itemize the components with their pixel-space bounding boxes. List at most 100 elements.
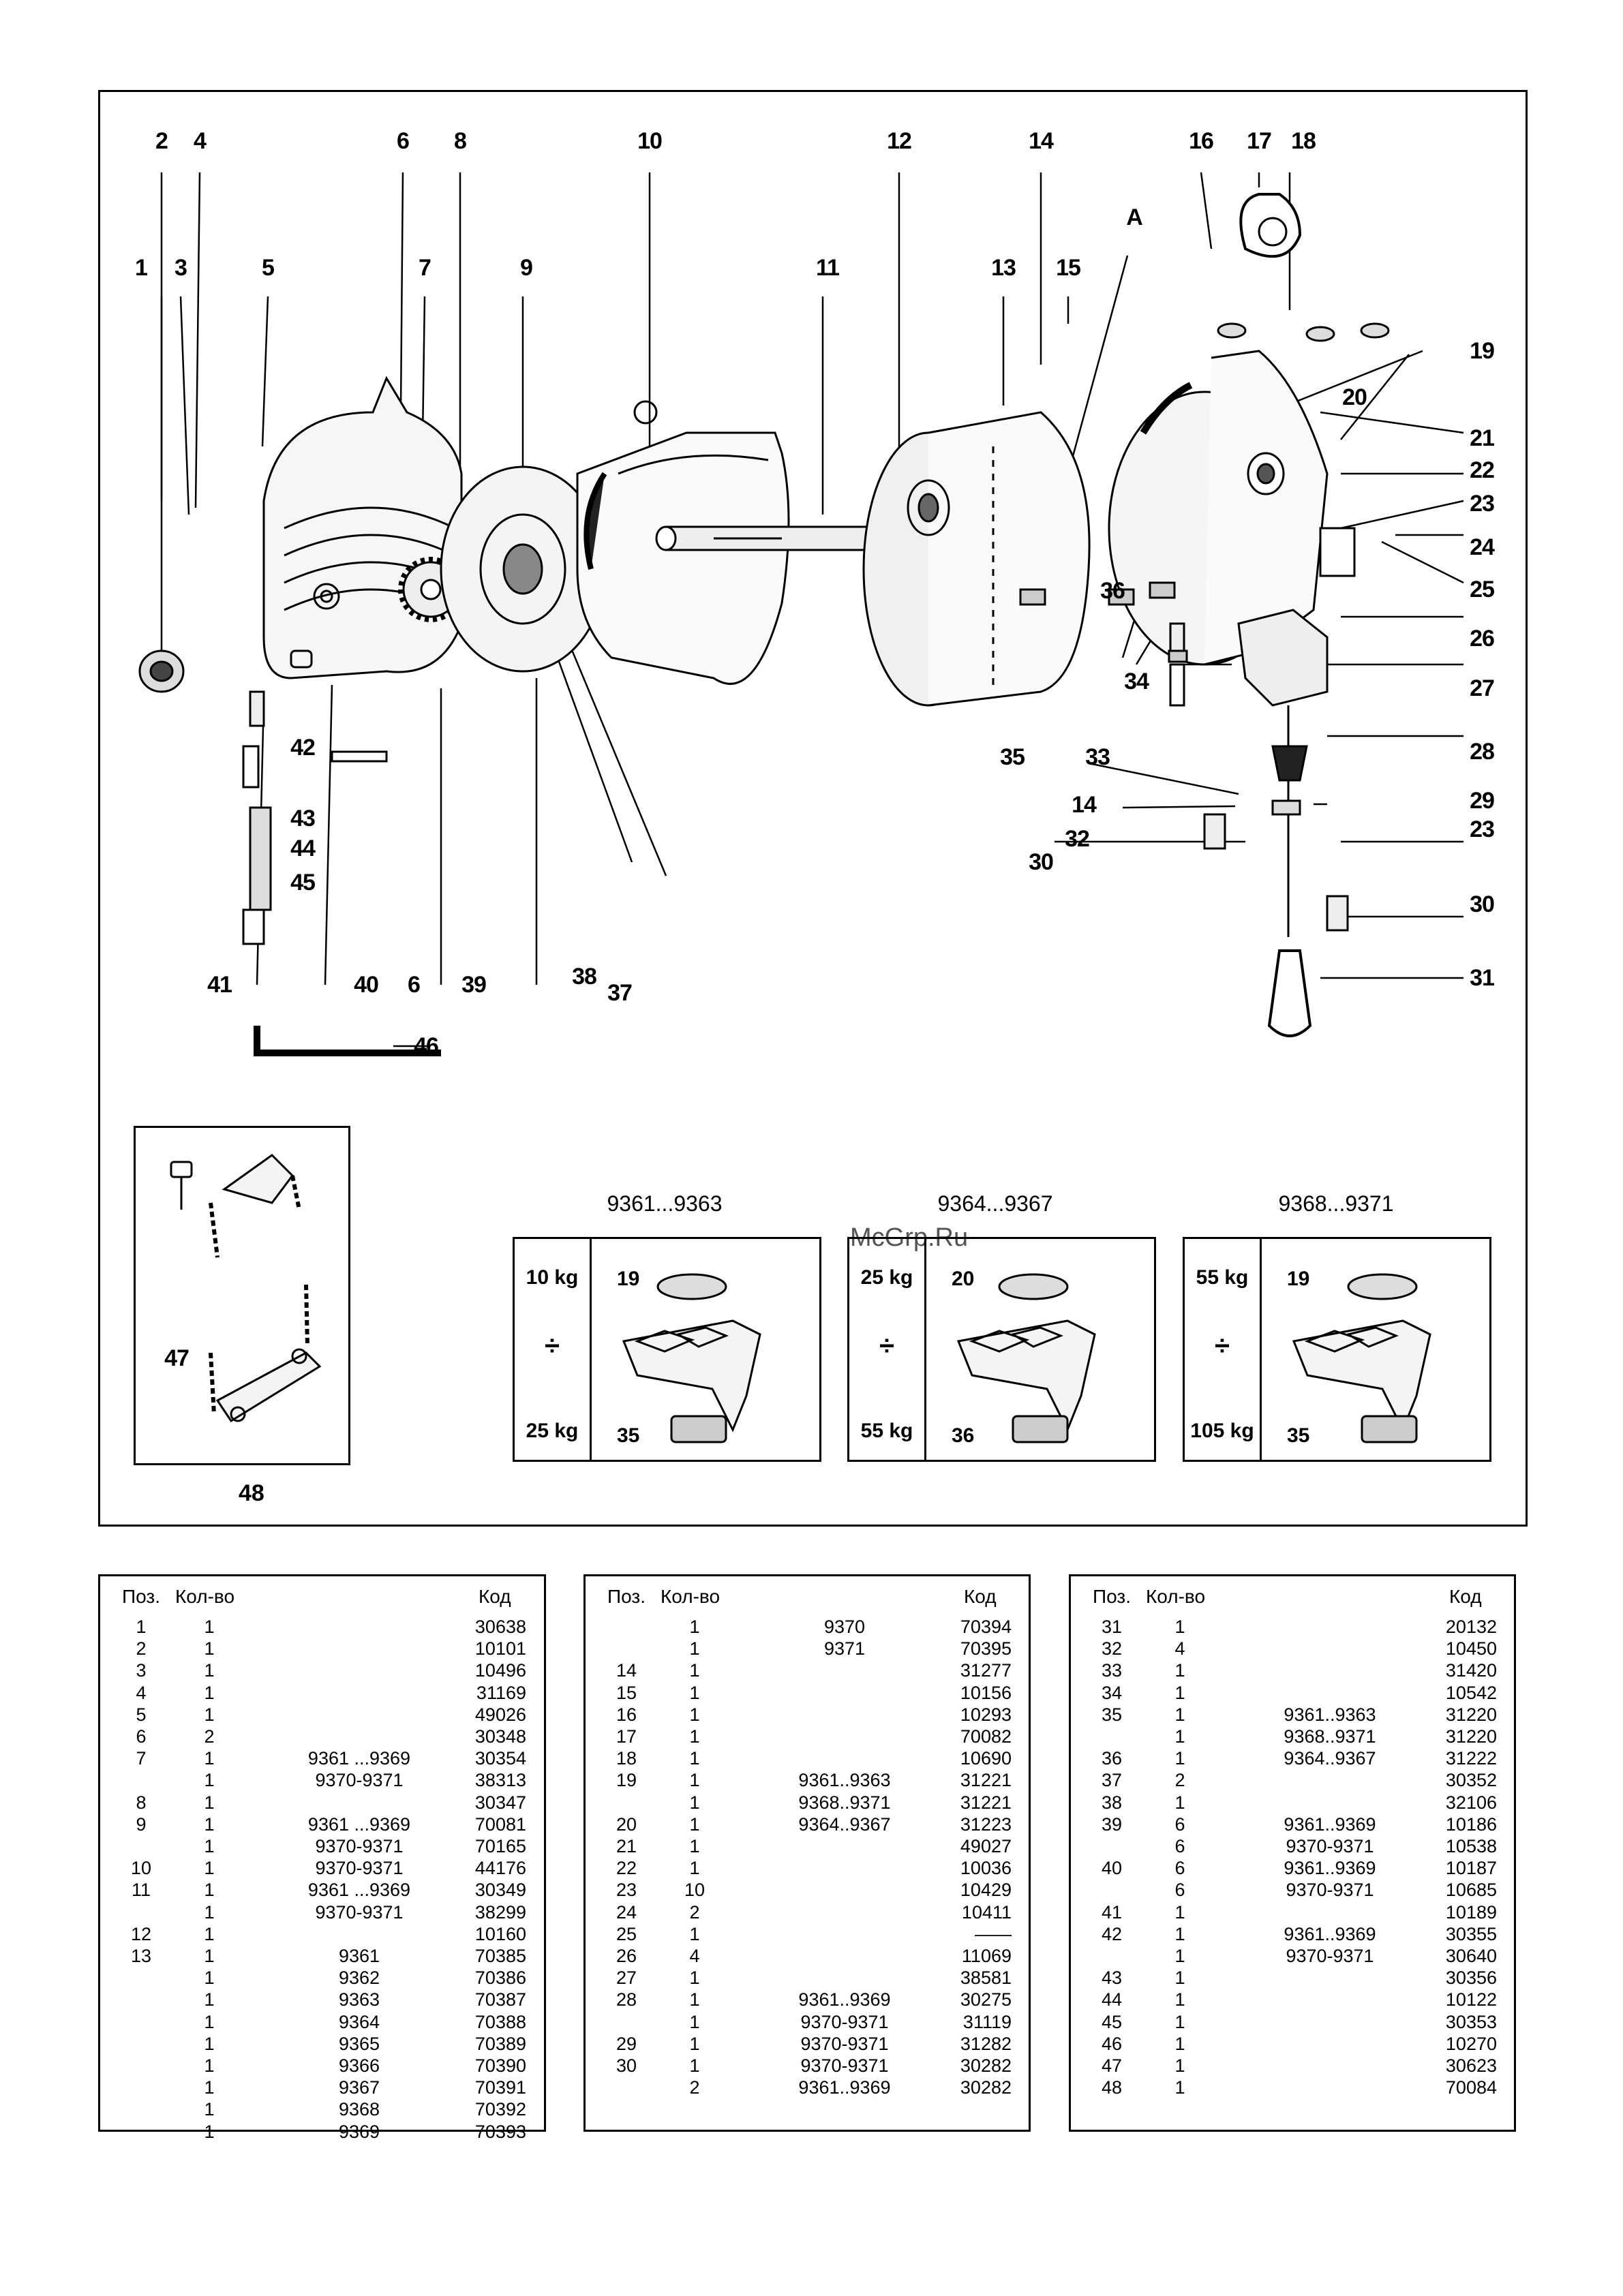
cell-code: 10411 xyxy=(961,1901,1012,1923)
cell-qty: 1 xyxy=(204,1638,215,1659)
cell-var: 9370-9371 xyxy=(315,1836,404,1856)
cell-qty: 1 xyxy=(204,1660,215,1681)
callout-9: 9 xyxy=(520,255,533,281)
cell-code: 31221 xyxy=(960,1792,1012,1813)
cell-pos: 44 xyxy=(1101,1989,1123,2010)
cell-pos: 6 xyxy=(136,1726,147,1747)
exploded-diagram: 1 2 3 4 5 6 7 8 9 10 11 12 13 14 15 A 16… xyxy=(98,90,1528,1527)
cell-pos: 16 xyxy=(616,1704,637,1725)
header-code: Код xyxy=(479,1586,511,1607)
cell-code: 38299 xyxy=(474,1901,526,1923)
hook-17 xyxy=(1239,193,1302,258)
range-sign: ÷ xyxy=(545,1331,560,1361)
cell-qty: 1 xyxy=(1174,1682,1185,1703)
variant-bracket-drawing xyxy=(622,1273,761,1443)
cell-pos: 18 xyxy=(616,1748,637,1769)
callout-28: 28 xyxy=(1470,739,1495,765)
cell-code: 10450 xyxy=(1445,1638,1497,1659)
cell-code: 10189 xyxy=(1445,1901,1497,1923)
cell-qty: 1 xyxy=(204,1792,215,1813)
cell-qty: 1 xyxy=(204,1770,215,1791)
cell-code: 49026 xyxy=(474,1704,526,1725)
cell-qty: 1 xyxy=(1174,1617,1185,1637)
callout-12: 12 xyxy=(887,128,912,154)
cell-code: 38313 xyxy=(474,1770,526,1791)
callout-37: 37 xyxy=(607,980,633,1006)
callout-26: 26 xyxy=(1470,626,1495,652)
cell-var: 9363 xyxy=(338,1989,380,2010)
header-code: Код xyxy=(964,1586,997,1607)
callout-17: 17 xyxy=(1247,128,1272,154)
cell-pos: 23 xyxy=(616,1880,637,1901)
cell-qty: 1 xyxy=(204,2033,215,2054)
header-code: Код xyxy=(1449,1586,1482,1607)
cell-qty: 1 xyxy=(1174,2011,1185,2032)
cell-pos: 40 xyxy=(1101,1858,1123,1879)
cell-code: 10270 xyxy=(1445,2033,1497,2054)
cell-pos: 37 xyxy=(1101,1770,1123,1791)
cell-qty: 1 xyxy=(689,1858,700,1879)
cell-code: —— xyxy=(975,1923,1012,1944)
cell-qty: 6 xyxy=(1174,1880,1185,1901)
cell-var: 9370 xyxy=(823,1617,866,1637)
variant-min-weight: 55 kg xyxy=(1196,1266,1249,1289)
cell-qty: 1 xyxy=(689,1989,700,2010)
cell-var: 9370-9371 xyxy=(800,2011,889,2032)
label-48: 48 xyxy=(239,1480,264,1506)
cell-pos: 25 xyxy=(616,1923,637,1944)
cover-ring-10 xyxy=(576,400,790,685)
cell-code: 30282 xyxy=(960,2055,1012,2076)
cell-var: 9370-9371 xyxy=(315,1901,404,1923)
callout-43: 43 xyxy=(290,806,316,831)
cell-pos: 33 xyxy=(1101,1660,1123,1681)
balancer-exploded-drawing xyxy=(138,172,1464,1056)
cell-pos: 11 xyxy=(131,1880,151,1901)
cell-var: 9370-9371 xyxy=(1286,1836,1374,1856)
callout-23-bottom: 23 xyxy=(1470,816,1495,842)
callout-45: 45 xyxy=(290,870,316,896)
cell-code: 70165 xyxy=(474,1836,526,1856)
cell-code: 70387 xyxy=(474,1989,526,2010)
cell-code: 31222 xyxy=(1445,1748,1497,1769)
cell-code: 10187 xyxy=(1445,1858,1497,1879)
cell-pos: 3 xyxy=(136,1660,147,1681)
callout-2: 2 xyxy=(155,128,168,154)
cell-qty: 1 xyxy=(204,2077,215,2098)
cell-pos: 36 xyxy=(1101,1748,1123,1769)
cell-var: 9367 xyxy=(338,2077,380,2098)
cell-qty: 1 xyxy=(204,2099,215,2120)
callout-11: 11 xyxy=(816,255,840,281)
cell-qty: 6 xyxy=(1174,1858,1185,1879)
cell-pos: 48 xyxy=(1101,2077,1123,2098)
housing-5 xyxy=(262,376,463,679)
cell-var: 9366 xyxy=(338,2055,380,2076)
cell-pos: 31 xyxy=(1101,1617,1123,1637)
cell-code: 44176 xyxy=(474,1858,526,1879)
cell-code: 70391 xyxy=(474,2077,526,2098)
callout-23-top: 23 xyxy=(1470,491,1495,517)
cell-code: 30349 xyxy=(474,1880,526,1901)
callout-32: 32 xyxy=(1065,826,1090,852)
cell-code: 10160 xyxy=(474,1923,526,1944)
cell-qty: 1 xyxy=(204,1858,215,1879)
callout-38: 38 xyxy=(572,964,597,990)
callout-16: 16 xyxy=(1189,128,1214,154)
cell-qty: 1 xyxy=(204,2011,215,2032)
header-qty: Кол-во xyxy=(175,1586,235,1607)
cell-qty: 4 xyxy=(1174,1638,1185,1659)
cell-code: 30282 xyxy=(960,2077,1012,2098)
cell-code: 70388 xyxy=(474,2011,526,2032)
